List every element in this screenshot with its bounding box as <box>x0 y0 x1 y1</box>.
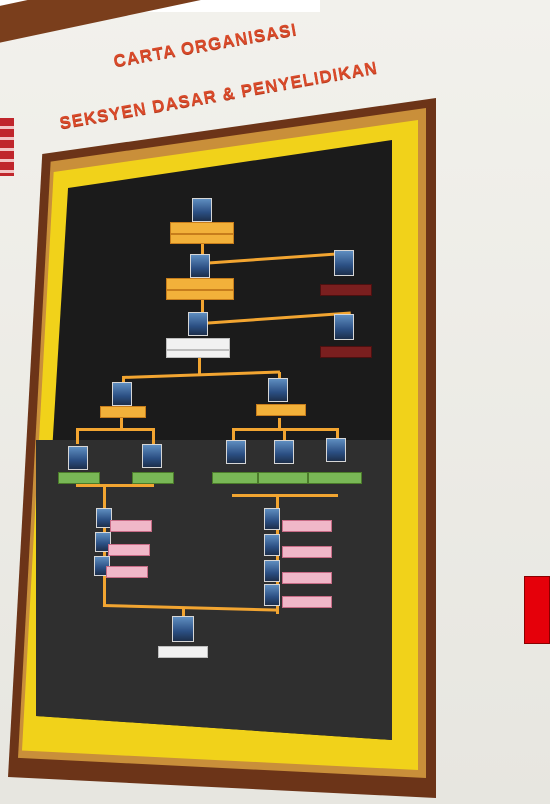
connector <box>76 428 154 431</box>
name-label <box>170 222 234 234</box>
name-label <box>108 544 150 556</box>
name-label <box>110 520 152 532</box>
connector <box>278 418 281 428</box>
staff-photo <box>172 616 194 642</box>
staff-photo <box>268 378 288 402</box>
name-label <box>282 572 332 584</box>
connector <box>201 292 204 322</box>
name-label <box>58 472 100 484</box>
name-label <box>158 646 208 658</box>
staff-photo <box>192 198 212 222</box>
staff-photo <box>68 446 88 470</box>
connector <box>201 232 204 260</box>
connector <box>152 428 155 444</box>
name-label <box>166 338 230 350</box>
staff-photo <box>334 250 354 276</box>
connector <box>283 428 286 442</box>
side-wall-sign <box>0 118 14 176</box>
name-label <box>132 472 174 484</box>
staff-photo <box>188 312 208 336</box>
title-label <box>170 234 234 244</box>
name-label <box>320 284 372 296</box>
fire-sign <box>524 576 550 644</box>
name-label <box>100 406 146 418</box>
staff-photo <box>264 584 280 606</box>
connector <box>232 428 235 442</box>
staff-photo <box>264 560 280 582</box>
staff-photo <box>264 534 280 556</box>
connector <box>120 418 123 428</box>
staff-photo <box>112 382 132 406</box>
connector <box>76 484 154 487</box>
name-label <box>282 596 332 608</box>
name-label <box>308 472 362 484</box>
name-label <box>282 546 332 558</box>
name-label <box>258 472 308 484</box>
staff-photo <box>334 314 354 340</box>
title-label <box>166 290 234 300</box>
staff-photo <box>190 254 210 278</box>
staff-photo <box>95 532 111 552</box>
staff-photo <box>326 438 346 462</box>
staff-photo <box>142 444 162 468</box>
connector <box>76 428 79 444</box>
staff-photo <box>274 440 294 464</box>
connector <box>198 352 201 376</box>
staff-photo <box>96 508 112 528</box>
staff-photo <box>264 508 280 530</box>
connector <box>336 428 339 442</box>
name-label <box>320 346 372 358</box>
name-label <box>106 566 148 578</box>
connector <box>182 608 185 618</box>
name-label <box>166 278 234 290</box>
staff-photo <box>226 440 246 464</box>
name-label <box>282 520 332 532</box>
connector <box>232 494 338 497</box>
name-label <box>256 404 306 416</box>
name-label <box>212 472 258 484</box>
chart-board-lower <box>36 440 392 740</box>
title-label <box>166 350 230 358</box>
